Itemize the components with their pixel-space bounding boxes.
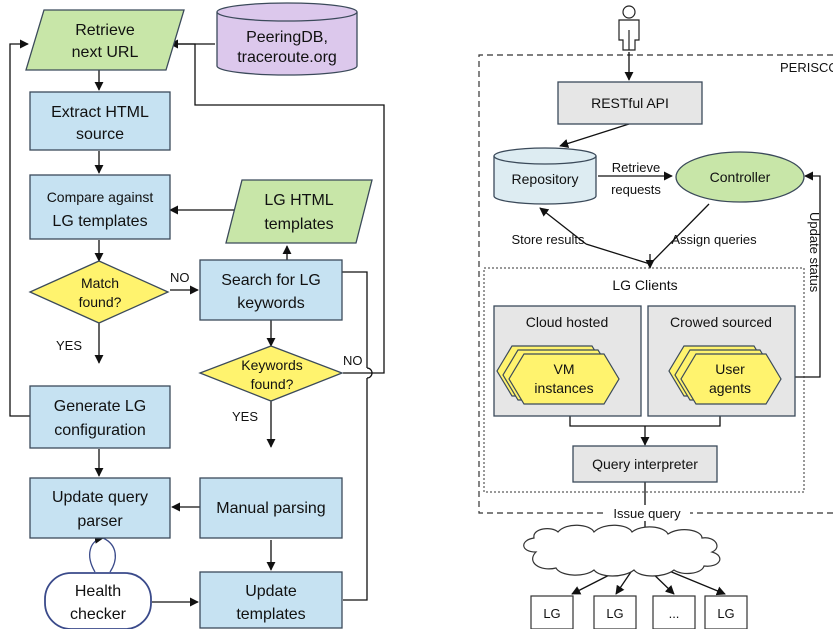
vm-instances-line2: instances (534, 380, 593, 396)
extract-html-line2: source (76, 126, 124, 143)
health-checker-node: Health checker (44, 572, 152, 629)
compare-templates-line2: LG templates (52, 213, 147, 230)
cloud-hosted-label: Cloud hosted (526, 314, 609, 330)
update-templates-line1: Update (245, 583, 297, 600)
retrieve-requests-line1: Retrieve (612, 160, 660, 175)
internet-cloud (523, 524, 721, 577)
query-interpreter-node: Query interpreter (572, 445, 718, 483)
manual-parsing-label: Manual parsing (216, 500, 325, 517)
controller-node: Controller (675, 151, 805, 203)
update-parser-node: Update query parser (29, 477, 171, 539)
store-results-label: Store results (512, 232, 585, 247)
match-found-decision: Match found? (28, 260, 170, 324)
update-templates-line2: templates (236, 606, 305, 623)
compare-templates-node: Compare against LG templates (29, 174, 171, 240)
lg-node-1-label: LG (543, 606, 560, 621)
controller-label: Controller (710, 169, 771, 185)
keywords-found-decision: Keywords found? (198, 345, 344, 402)
issue-query-bg (604, 505, 690, 521)
restful-api-label: RESTful API (591, 95, 669, 111)
lg-html-templates-node: LG HTML templates (225, 179, 373, 244)
periscope-frame (478, 54, 833, 514)
update-parser-line2: parser (77, 513, 123, 530)
crowd-sourced-box: Crowed sourced User agents (647, 305, 796, 417)
update-status-label: Update status (807, 212, 822, 293)
lg-node-2: LG (593, 595, 637, 629)
peeringdb-line1: PeeringDB, (246, 29, 328, 46)
cloud-hosted-box: Cloud hosted VM instances (493, 305, 642, 417)
periscope-label: PERISCOPE (780, 60, 833, 75)
health-loop-arrow-return (102, 537, 116, 573)
compare-templates-line1: Compare against (47, 189, 154, 205)
retrieve-requests-line2: requests (611, 182, 661, 197)
issue-query-label: Issue query (613, 506, 681, 521)
lg-node-1: LG (530, 595, 574, 629)
user-agents-line2: agents (709, 380, 751, 396)
update-templates-node: Update templates (199, 571, 343, 629)
health-checker-line1: Health (75, 583, 121, 600)
update-parser-line1: Update query (52, 489, 148, 506)
peeringdb-database-node: PeeringDB, traceroute.org (216, 2, 358, 76)
retrieve-next-url-line2: next URL (72, 44, 139, 61)
search-keywords-node: Search for LG keywords (199, 259, 343, 321)
health-loop-arrow (89, 534, 104, 573)
vm-instances-line1: VM (554, 361, 575, 377)
generate-config-line2: configuration (54, 422, 146, 439)
yes-label-match: YES (56, 338, 82, 353)
match-found-line2: found? (79, 294, 122, 310)
lg-clients-frame (483, 267, 805, 493)
crowd-sourced-label: Crowed sourced (670, 314, 772, 330)
keywords-found-line2: found? (251, 376, 294, 392)
no-label-keywords: NO (343, 353, 363, 368)
no-label-match: NO (170, 270, 190, 285)
search-keywords-line2: keywords (237, 295, 305, 312)
generate-config-node: Generate LG configuration (29, 385, 171, 449)
lg-node-4-label: LG (717, 606, 734, 621)
lg-node-2-label: LG (606, 606, 623, 621)
search-keywords-line1: Search for LG (221, 272, 321, 289)
lg-node-4: LG (704, 595, 748, 629)
retrieve-next-url-node: Retrieve next URL (25, 9, 185, 71)
repository-label: Repository (512, 171, 579, 187)
manual-parsing-node: Manual parsing (199, 477, 343, 539)
match-found-line1: Match (81, 275, 119, 291)
extract-html-node: Extract HTML source (29, 91, 171, 151)
query-interpreter-label: Query interpreter (592, 456, 698, 472)
user-agents-line1: User (715, 361, 745, 377)
yes-label-keywords: YES (232, 409, 258, 424)
restful-api-node: RESTful API (557, 81, 703, 125)
peeringdb-line2: traceroute.org (237, 49, 337, 66)
lg-clients-label: LG Clients (612, 277, 677, 293)
extract-html-line1: Extract HTML (51, 104, 149, 121)
user-icon (618, 5, 640, 51)
lg-html-templates-line2: templates (264, 216, 333, 233)
assign-queries-label: Assign queries (671, 232, 757, 247)
generate-config-line1: Generate LG (54, 398, 147, 415)
retrieve-next-url-line1: Retrieve (75, 22, 135, 39)
keywords-found-line1: Keywords (241, 357, 302, 373)
repository-node: Repository (493, 147, 597, 205)
right-connectors (539, 52, 821, 596)
lg-node-3: ... (652, 595, 696, 629)
health-checker-line2: checker (70, 606, 127, 623)
lg-html-templates-line1: LG HTML (264, 192, 333, 209)
lg-node-ellipsis-label: ... (669, 606, 680, 621)
